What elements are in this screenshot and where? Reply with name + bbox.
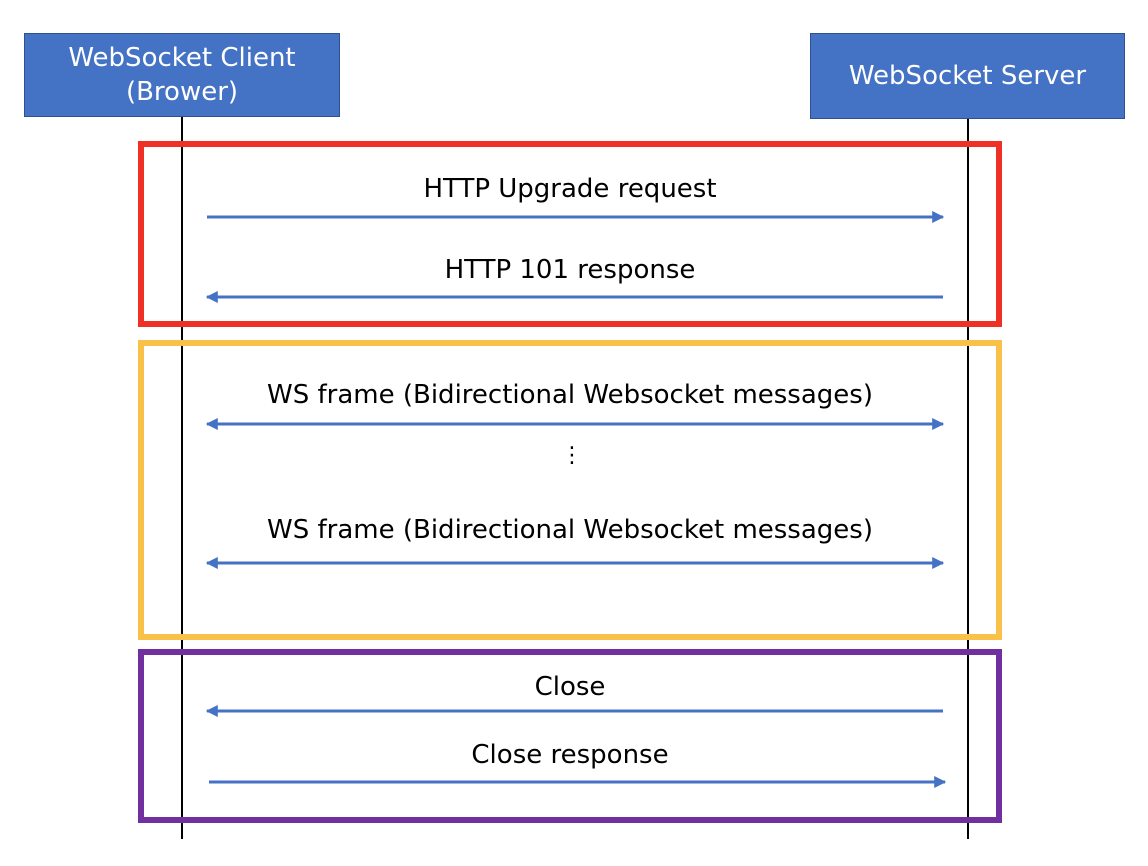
message-label-upgrade-request: HTTP Upgrade request — [423, 174, 717, 204]
actor-websocket-server: WebSocket Server — [810, 33, 1125, 119]
phase-handshake-box — [138, 141, 1002, 327]
actor-client-label: WebSocket Client (Brower) — [68, 43, 296, 107]
phase-data-frames-box — [138, 340, 1002, 640]
message-label-101-response: HTTP 101 response — [444, 255, 696, 285]
vertical-ellipsis: ⋮ — [561, 443, 583, 468]
actor-websocket-client: WebSocket Client (Brower) — [24, 33, 340, 117]
message-label-close: Close — [534, 672, 606, 702]
actor-server-label: WebSocket Server — [848, 61, 1087, 91]
lifeline-server — [967, 119, 969, 839]
phase-close-box — [138, 649, 1002, 823]
message-label-ws-frame-2: WS frame (Bidirectional Websocket messag… — [267, 515, 873, 545]
lifeline-client — [181, 117, 183, 839]
message-label-close-response: Close response — [471, 740, 669, 770]
message-label-ws-frame-1: WS frame (Bidirectional Websocket messag… — [267, 380, 873, 410]
